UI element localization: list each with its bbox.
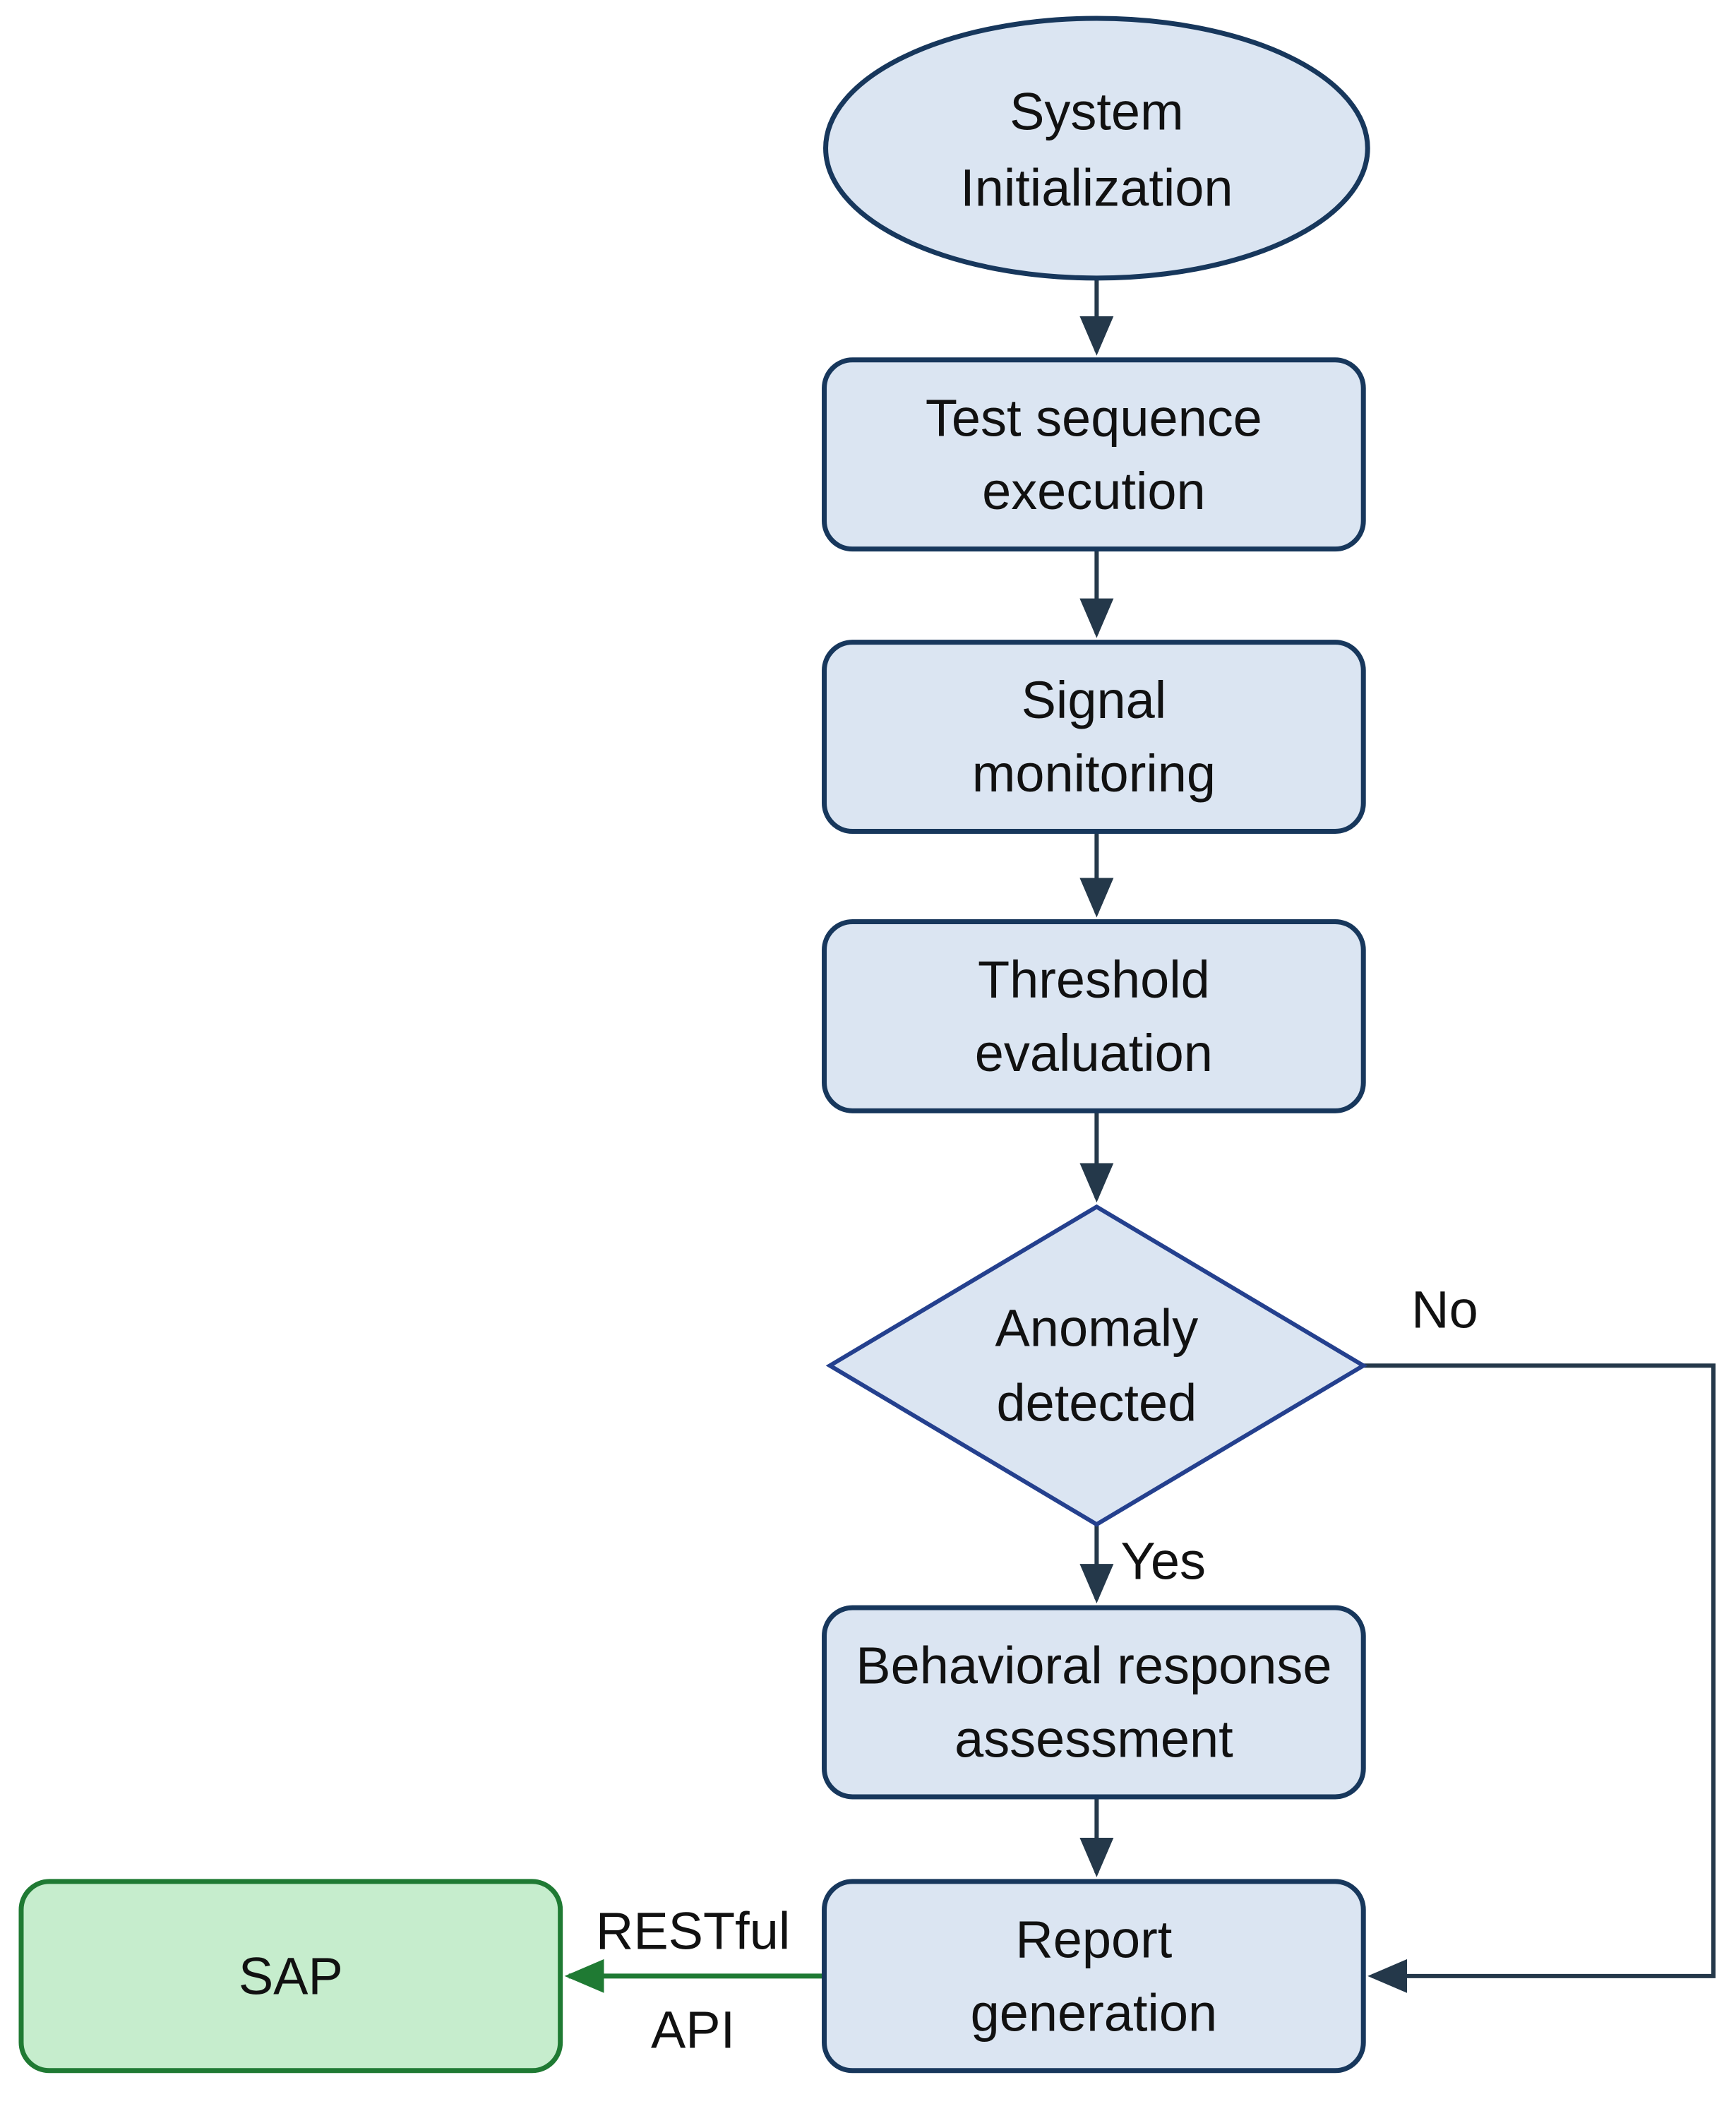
edge-label-yes: Yes (1120, 1532, 1206, 1591)
node-system-initialization: System Initialization (823, 16, 1370, 281)
test-sequence-execution-label-line1: Test sequence (926, 388, 1262, 447)
node-anomaly-detected: Anomaly detected (825, 1204, 1368, 1527)
behavioral-response-assessment-shape (822, 1605, 1366, 1800)
node-test-sequence-execution: Test sequence execution (822, 357, 1366, 552)
signal-monitoring-label-line2: monitoring (972, 744, 1216, 803)
system-initialization-shape (823, 16, 1370, 281)
anomaly-detected-label-line1: Anomaly (995, 1299, 1199, 1358)
test-sequence-execution-shape (822, 357, 1366, 552)
edge-label-api: API (651, 2000, 735, 2059)
report-generation-label-line2: generation (971, 1983, 1218, 2042)
node-report-generation: Report generation (822, 1879, 1366, 2074)
threshold-evaluation-label-line2: evaluation (975, 1024, 1213, 1082)
signal-monitoring-label-line1: Signal (1022, 671, 1167, 729)
node-sap: SAP (18, 1879, 563, 2074)
anomaly-detected-label-line2: detected (997, 1374, 1197, 1433)
report-generation-shape (822, 1879, 1366, 2074)
behavioral-response-assessment-label-line2: assessment (954, 1709, 1233, 1768)
test-sequence-execution-label-line2: execution (982, 462, 1206, 520)
edge-label-restful: RESTful (596, 1901, 790, 1960)
edge-anomaly-no-to-report-generation (1363, 1363, 1716, 1993)
behavioral-response-assessment-label-line1: Behavioral response (856, 1637, 1331, 1695)
sap-label: SAP (239, 1946, 343, 2005)
sap-shape (18, 1879, 563, 2074)
edge-label-no: No (1411, 1281, 1478, 1339)
report-generation-label-line1: Report (1015, 1910, 1172, 1968)
anomaly-detected-shape (825, 1204, 1368, 1527)
system-initialization-label-line2: Initialization (960, 158, 1233, 217)
threshold-evaluation-shape (822, 919, 1366, 1113)
node-threshold-evaluation: Threshold evaluation (822, 919, 1366, 1113)
system-initialization-label-line1: System (1010, 82, 1184, 140)
threshold-evaluation-label-line1: Threshold (978, 950, 1210, 1009)
node-behavioral-response-assessment: Behavioral response assessment (822, 1605, 1366, 1800)
signal-monitoring-shape (822, 640, 1366, 835)
node-signal-monitoring: Signal monitoring (822, 640, 1366, 835)
